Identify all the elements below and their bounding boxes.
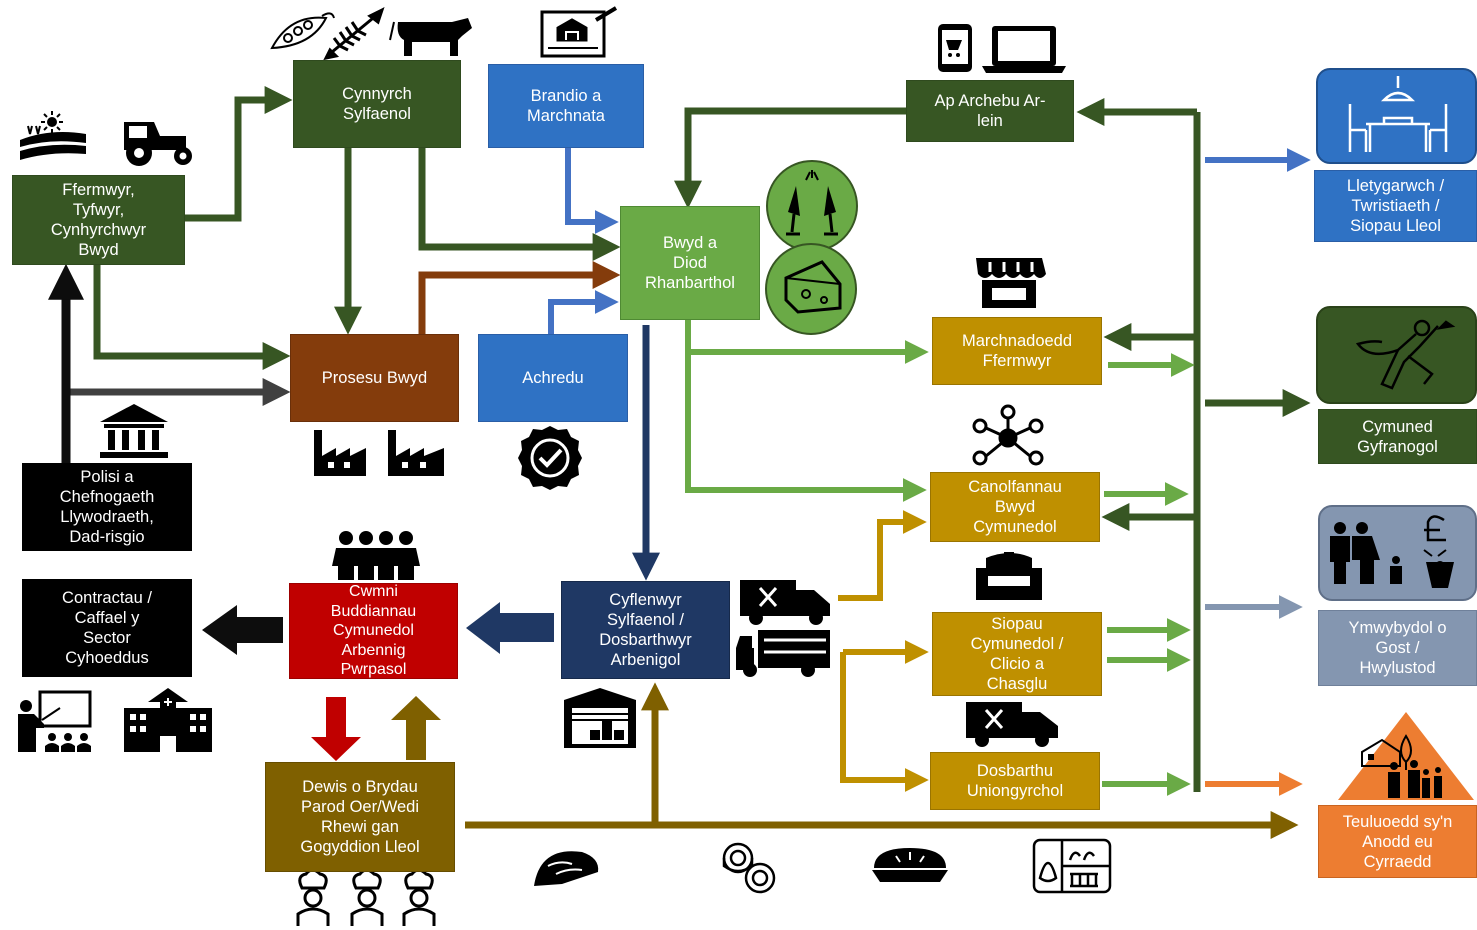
node-regional-food: Bwyd a Diod Rhanbarthol [620, 206, 760, 320]
node-accreditation: Achredu [478, 334, 628, 422]
chef-icon [402, 868, 436, 926]
node-policy: Polisi a Chefnogaeth Llywodraeth, Dad-ri… [22, 463, 192, 551]
champagne-icon [766, 160, 858, 252]
peas-icon [270, 12, 335, 50]
node-community-shops: Siopau Cymunedol / Clicio a Chasglu [932, 612, 1102, 696]
outcome-convenience: Ymwybydol o Gost / Hwylustod [1318, 610, 1477, 686]
hospital-icon [124, 688, 212, 752]
factory-icon [314, 430, 444, 476]
warehouse-icon [564, 688, 636, 748]
node-primary-produce: Cynnyrch Sylfaenol [293, 60, 461, 148]
cheese-icon [765, 243, 857, 335]
outcome-community: Cymuned Gyfranogol [1318, 409, 1477, 464]
hospitality-image [1316, 68, 1477, 164]
badge-check-icon [518, 426, 582, 490]
node-branding: Brandio a Marchnata [488, 64, 644, 148]
arrow-farmers-to-produce [185, 86, 293, 222]
teacher-icon [18, 690, 92, 752]
tractor-icon [124, 122, 192, 166]
block-arrow-meals-to-cic [391, 696, 441, 760]
node-distributors: Cyflenwyr Sylfaenol / Dosbarthwyr Arbeni… [561, 581, 730, 679]
node-cic: Cwmni Buddiannau Cymunedol Arbennig Pwrp… [289, 583, 458, 679]
house-family-icon [1338, 712, 1474, 800]
arrow-distributors-to-delivery [840, 652, 929, 792]
delivery-truck-icon [736, 630, 830, 677]
mooncake-icon [722, 842, 776, 894]
market-stall-icon [976, 258, 1046, 308]
node-online-ordering: Ap Archebu Ar- lein [906, 80, 1074, 142]
arrow-branding-to-regional [565, 148, 619, 234]
pie-icon [872, 848, 948, 882]
people-group-icon [332, 531, 420, 580]
node-ready-meals: Dewis o Brydau Parod Oer/Wedi Rhewi gan … [265, 762, 455, 872]
laptop-icon [982, 26, 1066, 73]
arrow-farmers-to-processing [93, 265, 291, 370]
chef-icon [350, 868, 384, 926]
taco-icon [534, 851, 599, 886]
node-contracts: Contractau / Caffael y Sector Cyhoeddus [22, 579, 192, 677]
food-truck-icon [976, 552, 1042, 600]
superhero-icon [1355, 319, 1456, 390]
meal-tray-icon [1032, 838, 1112, 894]
outcome-hospitality: Lletygarwch / Twristiaeth / Siopau Lleol [1314, 170, 1477, 242]
block-arrow-distributors-to-cic [466, 602, 554, 654]
arrow-online-to-regional [674, 107, 908, 209]
block-arrow-cic-to-meals [311, 697, 361, 761]
arrow-regional-to-hubs [685, 352, 927, 502]
outcome-families: Teuluoedd sy'n Anodd eu Cyrraedd [1318, 805, 1477, 878]
arrow-produce-to-regional [418, 148, 621, 261]
tablet-cart-icon [938, 24, 972, 72]
arrow-processing-to-regional [418, 261, 621, 334]
blueprint-house-icon [540, 6, 618, 58]
arrow-accreditation-to-regional [548, 290, 619, 334]
node-farmers-markets: Marchnadoedd Ffermwyr [932, 317, 1102, 385]
node-farmers: Ffermwyr, Tyfwyr, Cynhyrchwyr Bwyd [12, 175, 185, 265]
node-food-processing: Prosesu Bwyd [290, 334, 459, 422]
block-arrow-cic-to-contracts [202, 605, 283, 655]
delivery-truck-icon [740, 580, 830, 625]
cow-icon [389, 18, 472, 56]
dining-table-icon [1348, 76, 1448, 152]
node-community-food-hubs: Canolfannau Bwyd Cymunedol [930, 472, 1100, 542]
network-icon [972, 404, 1044, 466]
chef-icon [296, 868, 330, 926]
delivery-truck-icon [966, 702, 1058, 747]
node-direct-delivery: Dosbarthu Uniongyrchol [930, 752, 1100, 810]
arrow-distributors-to-hubs [838, 510, 927, 601]
government-building-icon [100, 404, 168, 458]
farm-field-icon [20, 111, 86, 160]
fish-bone-icon [323, 7, 385, 61]
family-money-icon [1330, 515, 1454, 588]
